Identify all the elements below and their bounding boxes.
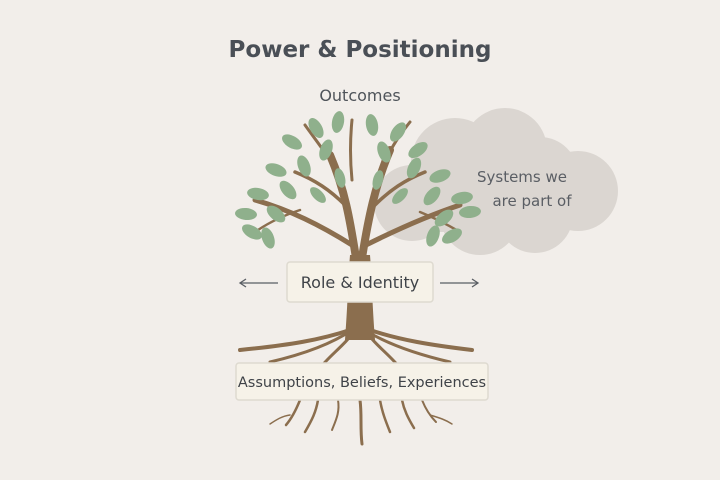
- right-arrow: [440, 278, 480, 288]
- systems-label-line2: are part of: [492, 192, 572, 210]
- tree-leaves: [235, 111, 481, 249]
- roots-box: [235, 362, 489, 401]
- page-title: Power & Positioning: [229, 37, 492, 63]
- outcomes-label: Outcomes: [319, 86, 400, 105]
- role-label: Role & Identity: [301, 273, 419, 292]
- systems-label-line1: Systems we: [477, 168, 567, 186]
- roots-label: Assumptions, Beliefs, Experiences: [238, 375, 486, 391]
- left-arrow: [238, 278, 278, 288]
- role-box: [286, 261, 434, 303]
